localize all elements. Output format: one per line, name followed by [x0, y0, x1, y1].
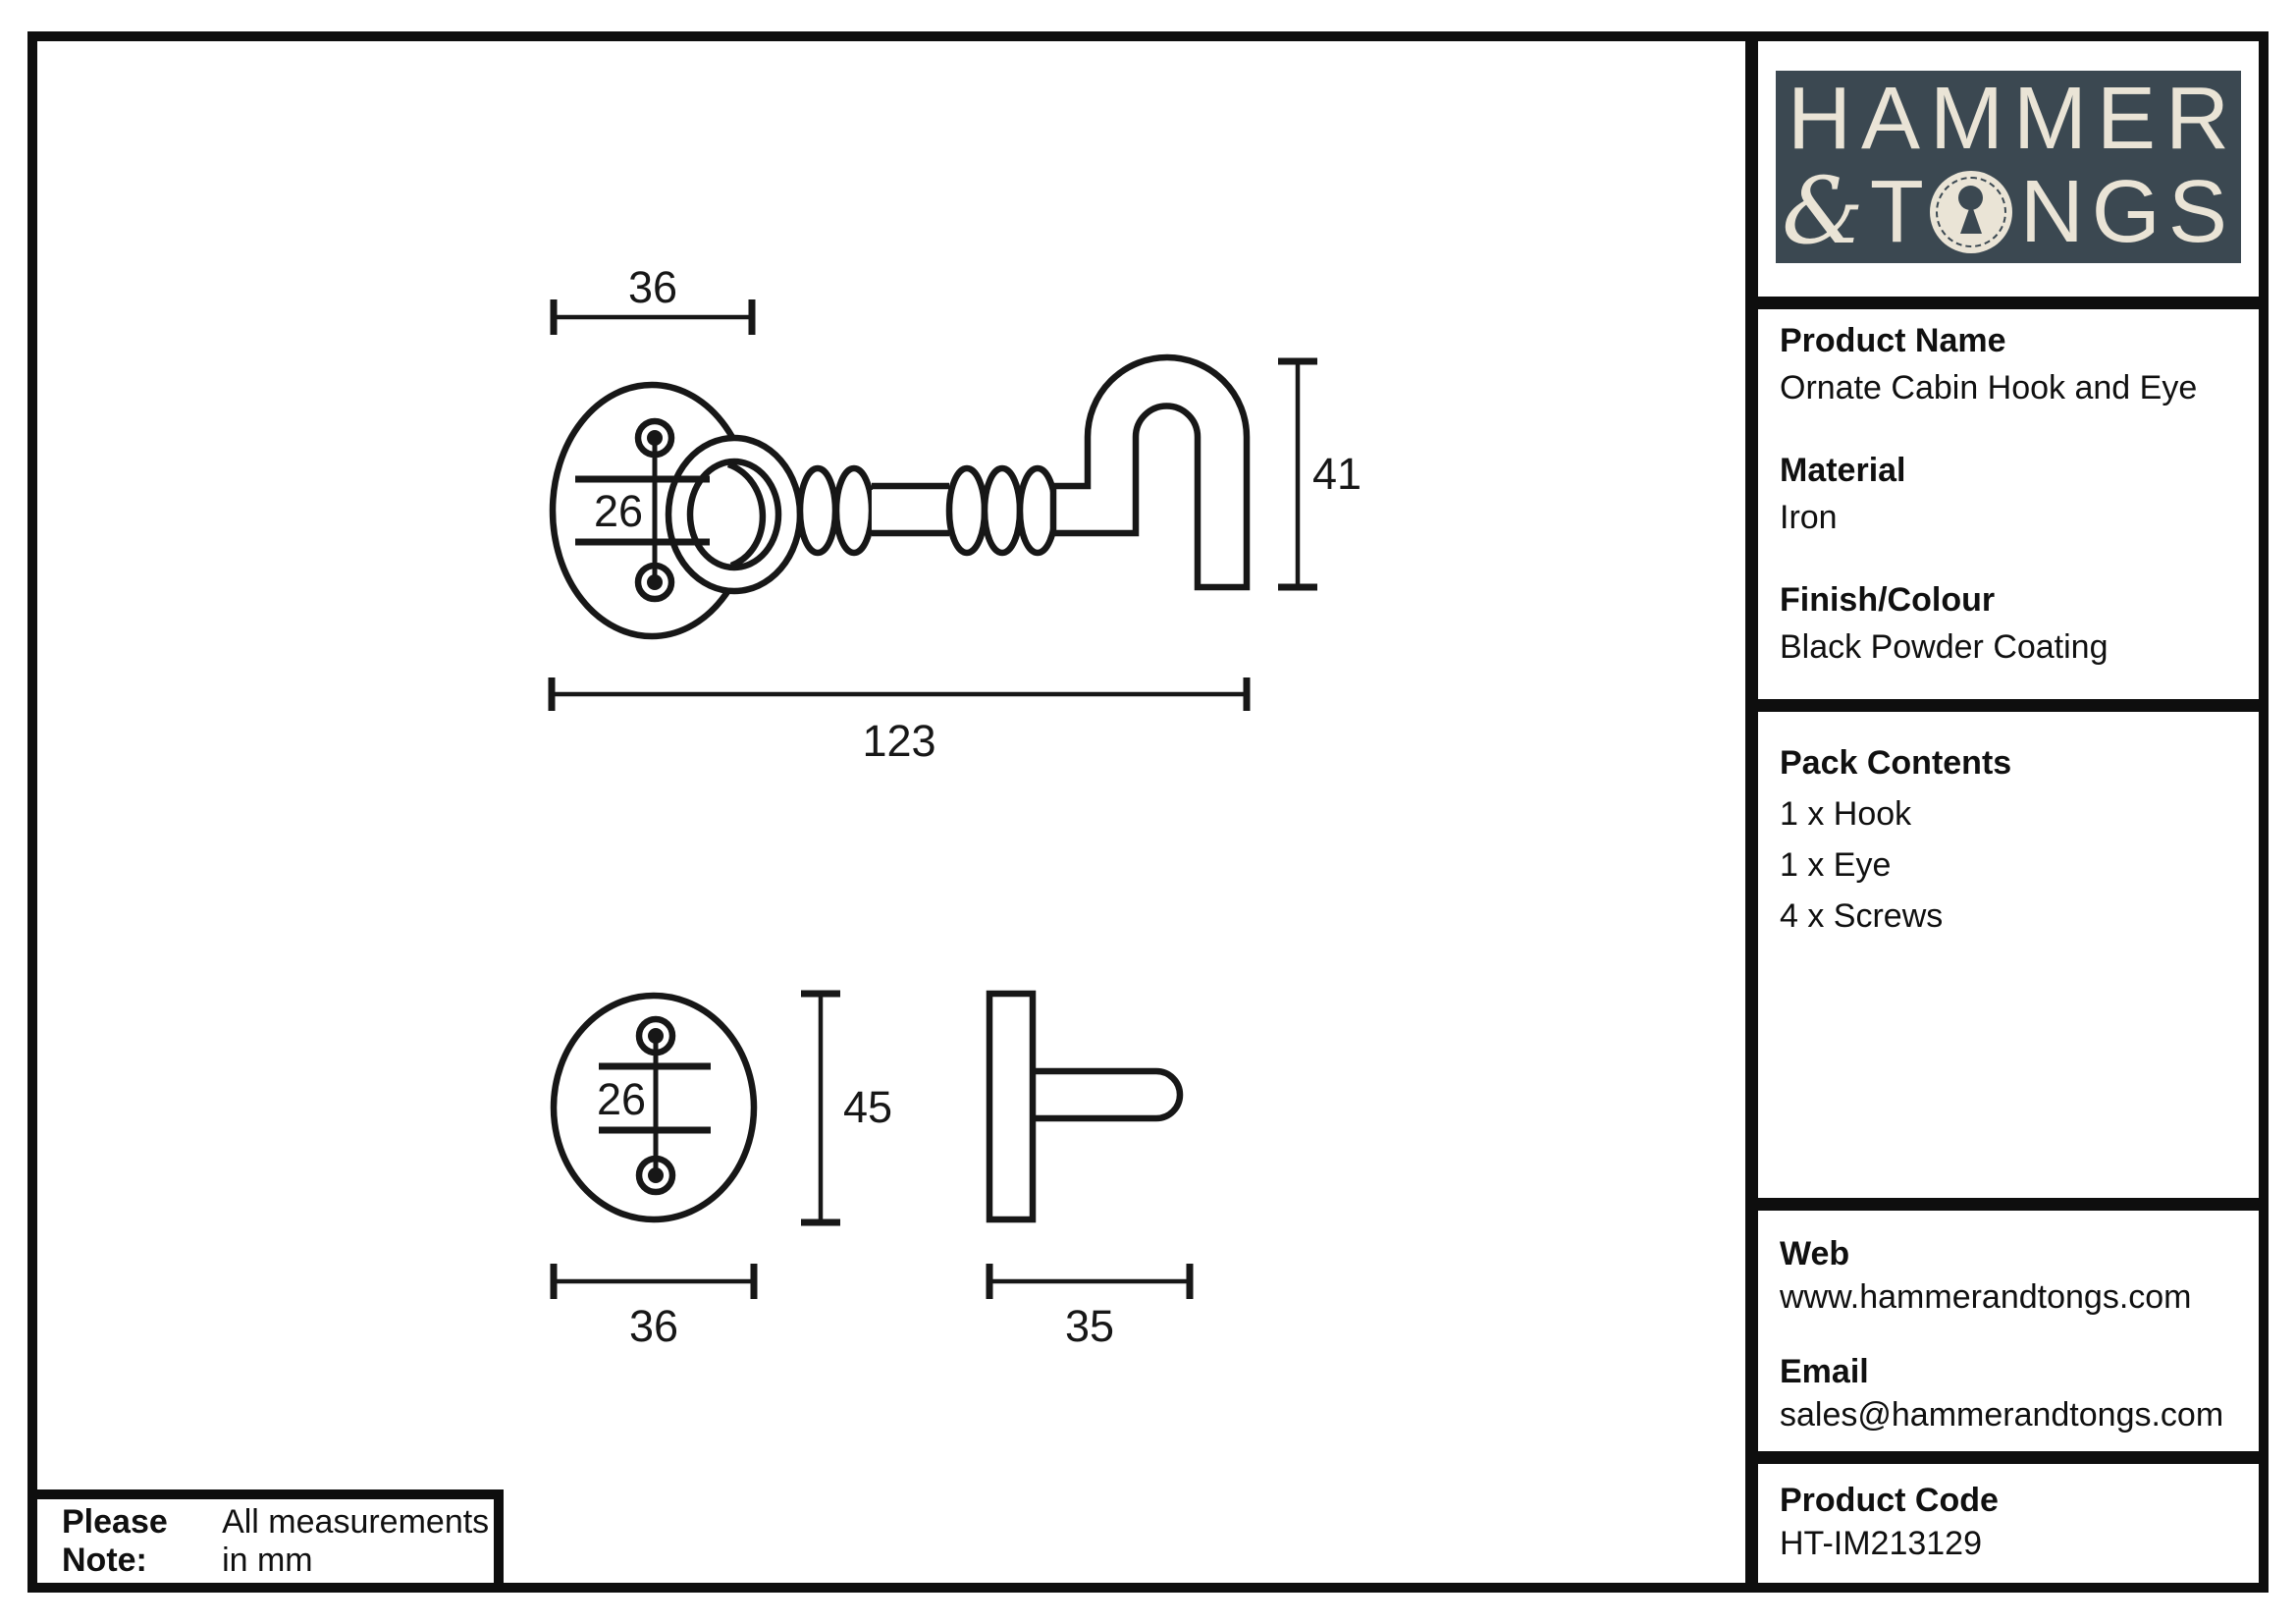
product-name-value: Ornate Cabin Hook and Eye: [1780, 369, 2198, 406]
screw-hole-dot: [647, 430, 663, 446]
dim-label-eye-depth: 35: [1065, 1301, 1114, 1351]
panel-separator: [1745, 699, 2269, 712]
pack-contents-label: Pack Contents: [1780, 744, 2012, 782]
eye-plate-drawing: 26 45 36: [550, 990, 892, 1351]
finish-value: Black Powder Coating: [1780, 628, 2109, 666]
hammer-and-tongs-logo: HAMMER & T NGS: [1776, 71, 2241, 263]
contact-cell: Web www.hammerandtongs.com Email sales@h…: [1758, 1210, 2259, 1451]
panel-divider: [1745, 31, 1758, 1593]
hook-body: [1049, 353, 1251, 591]
hook-drawing: 36 26: [548, 262, 1362, 766]
screw-hole: [635, 1015, 676, 1056]
finish-section: Finish/Colour Black Powder Coating: [1780, 576, 2249, 671]
dim-label-hook-plate-width: 36: [628, 262, 677, 312]
web-label: Web: [1780, 1235, 1850, 1272]
screw-hole-dot: [648, 1028, 664, 1044]
technical-drawing: 36 26: [548, 262, 1362, 1351]
pack-contents-cell: Pack Contents 1 x Hook 1 x Eye 4 x Screw…: [1758, 710, 2259, 1198]
product-code-cell: Product Code HT-IM213129: [1758, 1464, 2259, 1583]
eye-side-drawing: 35: [986, 990, 1194, 1351]
shaft-fill: [872, 490, 949, 531]
product-info-cell: Product Name Ornate Cabin Hook and Eye M…: [1758, 309, 2259, 699]
pack-item: 1 x Eye: [1780, 846, 1892, 884]
dim-label-eye-plate-width: 36: [629, 1301, 678, 1351]
material-value: Iron: [1780, 499, 1838, 536]
product-name-label: Product Name: [1780, 322, 2006, 359]
logo-word-hammer: HAMMER: [1788, 70, 2239, 168]
keyhole-stem: [1959, 203, 1982, 234]
outer-frame: [27, 31, 2269, 1593]
keyhole-icon: [1929, 171, 2012, 253]
screw-hole-dot: [647, 574, 663, 590]
screw-hole: [634, 417, 675, 459]
panel-separator: [1745, 297, 2269, 309]
product-name-section: Product Name Ornate Cabin Hook and Eye: [1780, 317, 2249, 411]
logo-word-tongs: & T NGS: [1782, 165, 2235, 259]
eye-side-plate: [986, 990, 1037, 1223]
product-code-label: Product Code: [1780, 1482, 1999, 1519]
measurements-note-box: Please Note: All measurements in mm: [27, 1489, 504, 1593]
material-section: Material Iron: [1780, 447, 2249, 541]
dim-label-eye-plate-height: 45: [843, 1082, 892, 1132]
logo-cell: HAMMER & T NGS: [1758, 41, 2259, 297]
note-label: Please Note:: [62, 1502, 168, 1579]
screw-hole: [634, 562, 675, 603]
dim-label-hook-length: 123: [862, 716, 935, 766]
material-label: Material: [1780, 452, 1906, 489]
finish-label: Finish/Colour: [1780, 581, 1996, 619]
keyhole-dashed-ring: [1935, 177, 2006, 247]
eye-side-stem: [1033, 1067, 1184, 1122]
email-label: Email: [1780, 1353, 1869, 1390]
panel-separator: [1745, 1198, 2269, 1211]
dim-label-hook-hole-spacing: 26: [594, 486, 643, 536]
dim-label-hook-height: 41: [1312, 449, 1362, 499]
logo-letters-ngs: NGS: [2019, 163, 2235, 261]
web-value: www.hammerandtongs.com: [1780, 1278, 2192, 1316]
pack-item: 4 x Screws: [1780, 897, 1944, 935]
screw-hole-dot: [648, 1167, 664, 1183]
email-value: sales@hammerandtongs.com: [1780, 1396, 2224, 1434]
logo-letter-t: T: [1869, 163, 1924, 261]
hook-tip-arc: [726, 460, 767, 569]
product-code-value: HT-IM213129: [1780, 1525, 1982, 1562]
pack-item: 1 x Hook: [1780, 795, 1912, 833]
panel-separator: [1745, 1451, 2269, 1464]
logo-ampersand: &: [1782, 158, 1864, 265]
screw-hole: [635, 1155, 676, 1196]
note-text: All measurements in mm: [222, 1502, 490, 1579]
dim-label-eye-hole-spacing: 26: [597, 1074, 646, 1124]
